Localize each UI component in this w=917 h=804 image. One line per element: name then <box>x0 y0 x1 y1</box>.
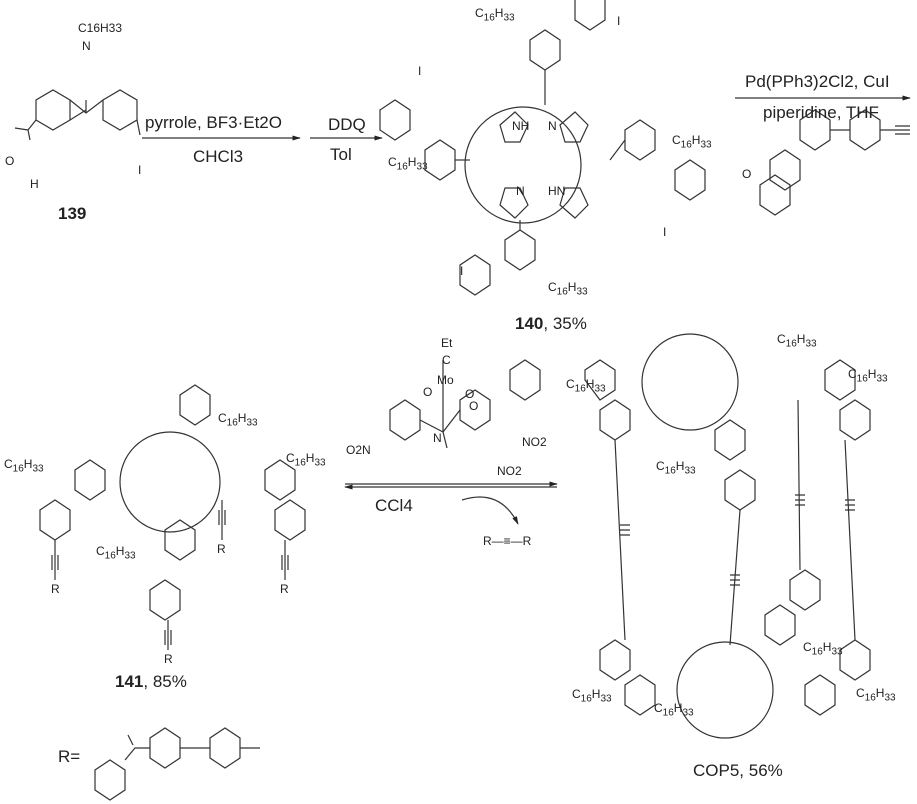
porphyrin-n: N <box>548 119 557 133</box>
alkyl-chain-label: C16H33 <box>848 367 888 385</box>
alkyl-chain-label: C16H33 <box>672 133 712 151</box>
porphyrin-hn: HN <box>548 184 566 198</box>
nitro-group: NO2 <box>522 435 547 449</box>
molybdenum-atom: Mo <box>437 373 454 387</box>
alkyl-chain-label: C16H33 <box>218 411 258 429</box>
alkyl-chain-label: C16H33 <box>4 457 44 475</box>
nitro-group: NO2 <box>497 464 522 478</box>
cop5-label: COP5, 56% <box>693 761 783 780</box>
byproduct-alkyne: R—≡—R <box>483 534 532 548</box>
oxygen-atom: O <box>465 387 475 401</box>
mo-catalyst-structure <box>389 359 541 449</box>
ethyl-label: Et <box>441 336 453 350</box>
compound-139-substituent: C16H33 <box>78 21 123 35</box>
alkyl-chain-label: C16H33 <box>803 640 843 658</box>
compound-141-structure <box>39 384 306 650</box>
nitro-group: O2N <box>346 443 371 457</box>
alkyl-chain-label: C16H33 <box>777 332 817 350</box>
r-group: R <box>164 652 173 666</box>
hydrogen-atom: H <box>30 177 39 191</box>
compound-139-label: 139 <box>58 204 87 223</box>
nitrogen-atom: N <box>82 39 91 53</box>
r-group: R <box>280 582 289 596</box>
compound-141-label: 141, 85% <box>115 672 187 691</box>
porphyrin-n: N <box>516 184 525 198</box>
alkyl-chain-label: C16H33 <box>96 544 136 562</box>
step2-solvent: Tol <box>330 145 352 164</box>
step3-reagents: Pd(PPh3)2Cl2, CuI <box>745 72 890 91</box>
alkyl-chain-label: C16H33 <box>475 6 515 24</box>
iodine-atom: I <box>138 163 142 177</box>
step1-reagents: pyrrole, BF3·Et2O <box>145 113 282 132</box>
oxygen-atom: O <box>423 385 433 399</box>
iodine-atom: I <box>617 14 621 28</box>
r-group-structure <box>94 727 260 801</box>
alkyl-chain-label: C16H33 <box>572 687 612 705</box>
alkyne-reagent-structure <box>759 109 910 216</box>
r-group: R <box>217 542 226 556</box>
carbyne-carbon: C <box>442 353 451 367</box>
iodine-atom: I <box>663 225 667 239</box>
compound-139-structure <box>14 89 141 141</box>
alkyl-chain-label: C16H33 <box>286 451 326 469</box>
alkyl-chain-label: C16H33 <box>856 686 896 704</box>
alkyl-chain-label: C16H33 <box>654 701 694 719</box>
alkyl-chain-label: C16H33 <box>388 155 428 173</box>
iodine-atom: I <box>460 264 464 278</box>
step4-solvent: CCl4 <box>375 496 413 515</box>
ketone-oxygen: O <box>742 167 752 181</box>
iodine-atom: I <box>418 64 422 78</box>
cop5-structure <box>584 333 871 739</box>
step1-solvent: CHCl3 <box>193 147 244 166</box>
r-group: R <box>51 582 60 596</box>
nitrogen-atom: N <box>433 431 442 445</box>
r-definition-label: R= <box>58 747 81 766</box>
compound-140-structure <box>379 0 706 296</box>
alkyl-chain-label: C16H33 <box>656 459 696 477</box>
step3-conditions: piperidine, THF <box>763 103 879 122</box>
oxygen-atom: O <box>469 399 479 413</box>
step2-reagent: DDQ <box>328 115 366 134</box>
compound-140-label: 140, 35% <box>515 314 587 333</box>
porphyrin-nh: NH <box>512 119 530 133</box>
alkyl-chain-label: C16H33 <box>548 280 588 298</box>
curved-arrow <box>461 496 519 525</box>
alkyl-chain-label: C16H33 <box>566 377 606 395</box>
oxygen-atom: O <box>5 154 15 168</box>
